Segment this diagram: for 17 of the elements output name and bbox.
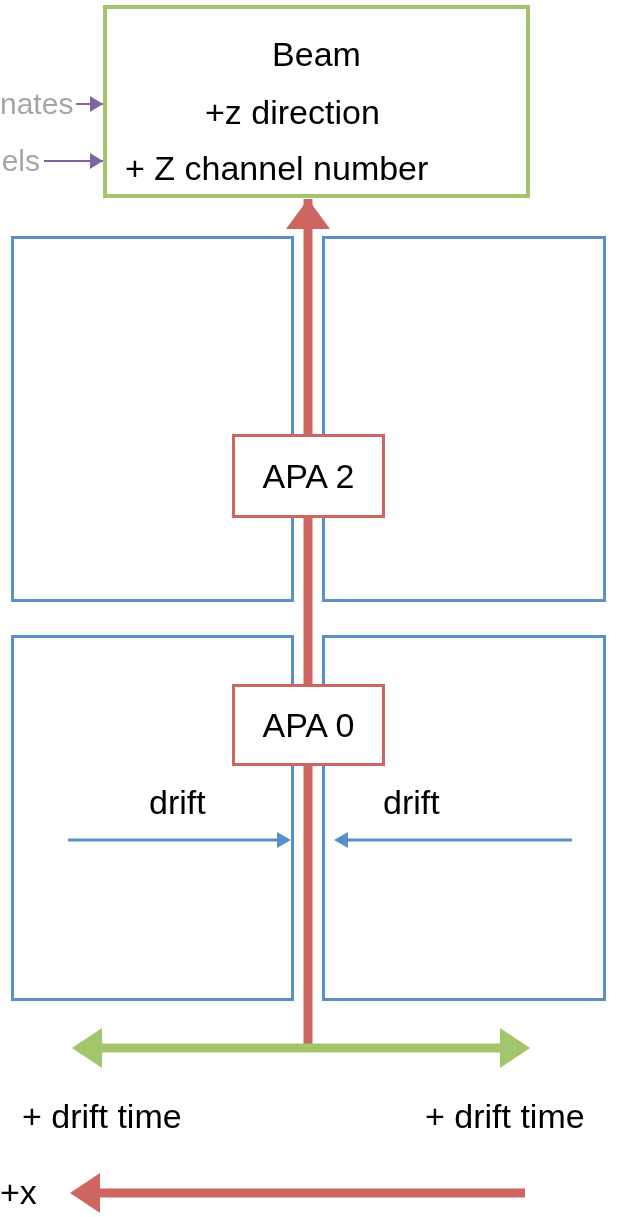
apa-label: APA 2: [262, 456, 355, 496]
beam-box: [103, 5, 530, 198]
note-text: els: [0, 141, 40, 181]
apa-label: APA 0: [262, 705, 355, 745]
apa-box: [232, 684, 385, 766]
drift-label: drift: [383, 785, 440, 819]
box-title: Beam: [272, 37, 361, 71]
leader-arrow: [43, 153, 104, 169]
axis-label: + drift time: [22, 1099, 182, 1133]
drift-label: drift: [149, 785, 206, 819]
box-text: +z direction: [205, 95, 380, 129]
axis-label: +x: [0, 1175, 37, 1209]
box-text: + Z channel number: [125, 151, 429, 185]
note-text: nates: [0, 84, 72, 124]
leader-arrow: [75, 96, 104, 112]
apa-box: [232, 434, 385, 518]
axis-label: + drift time: [425, 1099, 585, 1133]
